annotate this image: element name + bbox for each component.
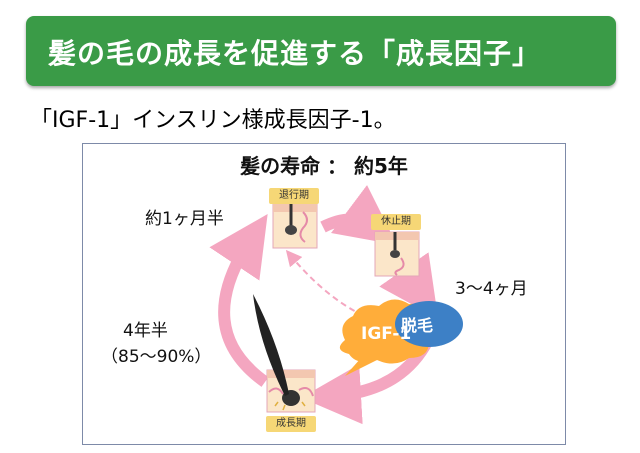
growth-duration-label: 4年半 — [123, 321, 168, 341]
resting-duration-label: 3～4ヶ月 — [455, 279, 528, 299]
growth-phase-tag: 成長期 — [266, 416, 316, 432]
growth-follicle-icon — [266, 369, 316, 413]
arrow-growth-to-regression — [209, 214, 269, 387]
shedding-label: 脱毛 — [401, 316, 434, 335]
regression-follicle-icon — [272, 203, 318, 249]
regression-duration-label: 約1ヶ月半 — [145, 209, 224, 229]
title-banner: 髪の毛の成長を促進する「成長因子」 — [26, 16, 616, 86]
hair-cycle-diagram: 髪の寿命 ： 約5年 退行期 休止期 成長期 約1ヶ月半 3～4ヶ月 4年半 （… — [82, 143, 566, 445]
banner-title: 髪の毛の成長を促進する「成長因子」 — [48, 37, 542, 70]
subtitle-text: 「IGF-1」インスリン様成長因子-1。 — [30, 108, 396, 133]
hair-cycle-graphic — [209, 185, 463, 425]
diagram-title: 髪の寿命 ： 約5年 — [240, 154, 408, 178]
resting-phase-tag: 休止期 — [371, 214, 421, 230]
arrow-regression-to-resting — [320, 185, 398, 245]
resting-follicle-icon — [374, 231, 420, 277]
shedding-bubble — [395, 301, 463, 347]
growth-share-label: （85～90%） — [101, 347, 212, 367]
growing-hair-strand — [253, 294, 289, 396]
regression-phase-tag: 退行期 — [269, 188, 319, 204]
igf1-label: IGF-1 — [361, 324, 412, 344]
